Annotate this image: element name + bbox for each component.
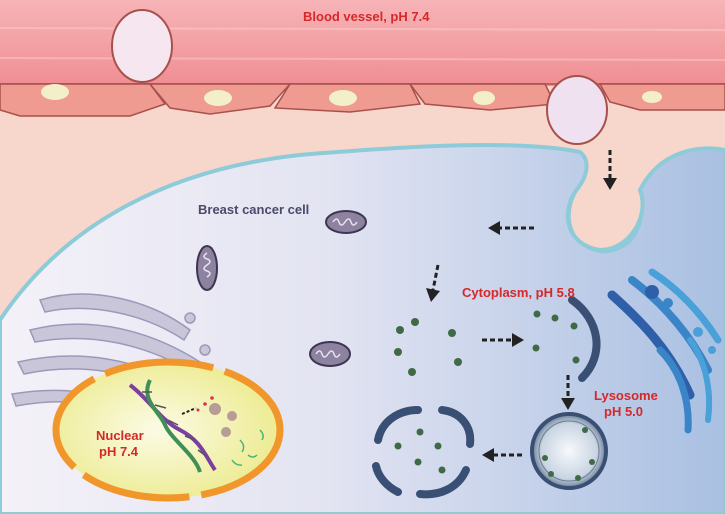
cytoplasm-cluster: [394, 318, 462, 376]
arrow-down-icon: [561, 375, 575, 410]
endoplasmic-reticulum: [607, 268, 722, 434]
mitochondrion: [325, 210, 367, 234]
nuclear-label-line1: Nuclear: [96, 428, 144, 443]
nucleus: [52, 358, 284, 502]
lysosome-label-line1: Lysosome: [594, 388, 658, 403]
nuclear-label-line2: pH 7.4: [99, 444, 139, 459]
blood-vessel-label: Blood vessel, pH 7.4: [303, 9, 430, 24]
cytoplasm-label: Cytoplasm, pH 5.8: [462, 285, 575, 300]
arrow-down-icon: [426, 264, 440, 302]
endothelial-cell: [0, 83, 167, 117]
forming-lysosome: [532, 296, 601, 382]
lysosome: [530, 412, 608, 490]
arrow-down-icon: [603, 150, 617, 190]
endothelial-cell: [598, 83, 725, 111]
blood-vessel: [0, 0, 725, 117]
arrow-right-icon: [482, 333, 524, 347]
transcytosis-vesicle: [546, 75, 608, 145]
transcytosis-vesicle: [111, 9, 173, 83]
mitochondrion: [196, 245, 218, 291]
released-drug: [393, 428, 446, 474]
ruptured-lysosome: [372, 406, 475, 499]
arrow-left-icon: [482, 448, 522, 462]
endocytic-pit: [567, 187, 644, 254]
lysosome-label-line2: pH 5.0: [604, 404, 644, 419]
breast-cancer-cell-label: Breast cancer cell: [198, 202, 310, 217]
mitochondrion: [309, 341, 351, 367]
arrow-left-icon: [488, 221, 534, 235]
